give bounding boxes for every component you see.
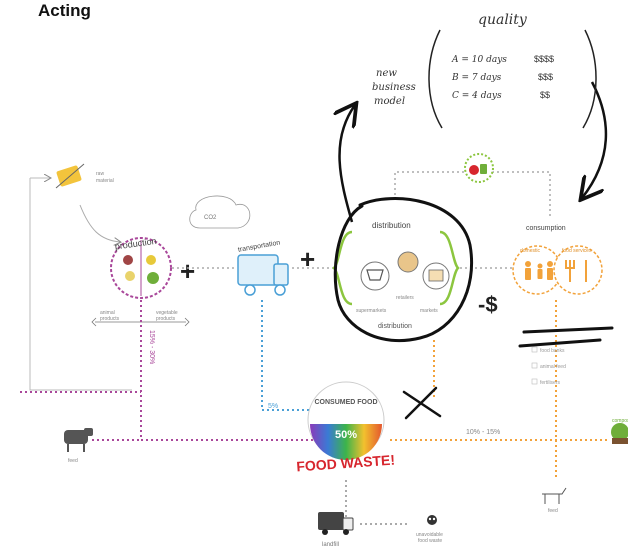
transportation-label: transportation	[237, 239, 280, 253]
food-waste-badge: CONSUMED FOOD 50% FOOD WASTE!	[296, 381, 396, 475]
goat-icon	[542, 487, 567, 504]
skull-icon	[427, 515, 437, 525]
consumed-food-label: CONSUMED FOOD	[315, 399, 378, 406]
family-icon	[525, 261, 553, 280]
consumption-node: consumption domestic food services -$ fo…	[478, 225, 614, 386]
landfill-label: landfill	[322, 542, 339, 548]
transportation-node: CO2 transportation	[189, 195, 289, 296]
egg-icon	[125, 271, 135, 281]
hand-drawn-loop	[333, 197, 474, 343]
food-banks-label: food banks	[540, 348, 565, 354]
garbage-truck-icon	[318, 512, 354, 535]
consumption-loss-label: 10% - 15%	[466, 429, 500, 436]
business-note-line-1: new	[376, 68, 397, 79]
arrow-to-business	[340, 105, 355, 223]
bag-icon	[397, 251, 419, 273]
distribution-footer: distribution	[378, 323, 412, 330]
quality-row-c: C = 4 days	[452, 91, 502, 101]
quality-row-a: A = 10 days	[451, 55, 507, 65]
supermarkets-label: supermarkets	[356, 308, 387, 314]
compost-label: compost	[612, 418, 628, 424]
animal-products-2: products	[100, 316, 120, 322]
distribution-label: distribution	[372, 221, 411, 230]
retail-icon	[464, 153, 494, 183]
production-node: production animal products vegetable pro…	[91, 236, 190, 327]
raw-material-icon	[56, 165, 82, 187]
feed-label-left: feed	[68, 458, 78, 464]
cart-icon	[360, 261, 390, 291]
transport-loss-label: 5%	[268, 403, 278, 410]
business-note-line-3: model	[374, 96, 405, 107]
cutlery-icon	[565, 260, 587, 282]
food-services-label: food services	[562, 248, 592, 254]
co2-label: CO2	[204, 215, 217, 221]
raw-material-label-2: material	[96, 178, 114, 184]
food-waste-label: FOOD WASTE!	[296, 452, 396, 475]
business-note-line-2: business	[372, 82, 416, 93]
waste-lines	[20, 300, 610, 525]
vegetable-products-1: vegetable	[156, 310, 178, 316]
fertilisers-label: fertilisers	[540, 380, 561, 386]
animal-feed-label: animal feed	[540, 364, 566, 370]
plus-sign-1: +	[180, 256, 195, 286]
hand-drawn-x	[402, 386, 442, 420]
minus-money-sign: -$	[478, 292, 498, 317]
unavoidable-label-1: unavoidable	[416, 532, 443, 538]
markets-label: markets	[420, 308, 438, 314]
meat-icon	[123, 255, 133, 265]
raw-material-node: raw material	[29, 163, 132, 391]
quality-heading: quality	[478, 12, 528, 28]
quality-row-c-marks: $$	[540, 90, 550, 100]
quality-note: quality A = 10 days $$$$ B = 7 days $$$ …	[428, 12, 597, 129]
vegetable-icon	[147, 272, 159, 284]
distribution-node: distribution retailers supermarkets mark…	[332, 221, 460, 330]
feed-label-right: feed	[548, 508, 558, 514]
production-loss-label: 15% - 30%	[148, 330, 155, 364]
cheese-icon	[146, 255, 156, 265]
compost-icon	[611, 423, 628, 444]
truck-icon	[237, 254, 289, 296]
strike-lines	[518, 326, 614, 348]
cow-icon	[64, 428, 93, 452]
vegetable-products-2: products	[156, 316, 176, 322]
business-note: new business model	[372, 68, 416, 107]
domestic-label: domestic	[520, 248, 541, 254]
retailers-label: retailers	[396, 295, 414, 301]
plus-sign-2: +	[300, 244, 315, 274]
quality-row-a-marks: $$$$	[534, 54, 554, 64]
raw-material-label-1: raw	[96, 171, 104, 177]
consumption-label: consumption	[526, 225, 566, 232]
arrow-to-consumption	[582, 81, 608, 198]
waste-percent: 50%	[335, 429, 357, 441]
quality-row-b-marks: $$$	[538, 72, 553, 82]
quality-row-b: B = 7 days	[451, 73, 502, 83]
page-title: Acting	[38, 1, 91, 20]
unavoidable-label-2: food waste	[418, 538, 442, 544]
animal-products-1: animal	[100, 310, 115, 316]
